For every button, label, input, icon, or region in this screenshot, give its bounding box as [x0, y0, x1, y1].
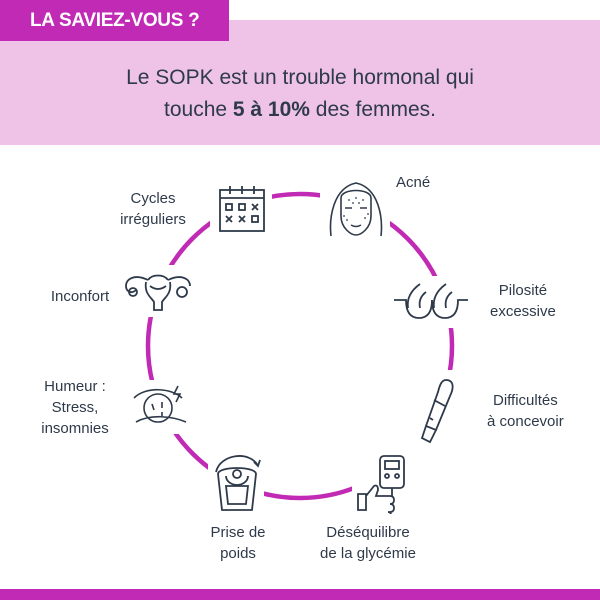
headline-line-2: touche 5 à 10% des femmes. — [164, 98, 436, 121]
symptom-label-acne: Acné — [396, 174, 431, 191]
headline: Le SOPK est un trouble hormonal qui touc… — [0, 62, 600, 126]
symptom-label-inconfort: Inconfort — [50, 288, 110, 305]
symptom-label-poids: Prise de poids — [210, 524, 266, 562]
symptom-label-glycemie: Déséquilibre de la glycémie — [320, 524, 416, 562]
calendar-icon — [219, 186, 265, 232]
symptom-label-humeur: Humeur : Stress, insomnies — [41, 378, 109, 437]
footer-bar — [0, 589, 600, 600]
symptom-label-cycles: Cycles irréguliers — [120, 190, 186, 228]
tab-label: LA SAVIEZ-VOUS ? — [30, 9, 200, 31]
scale-icon — [215, 455, 261, 511]
glucose-meter-icon — [357, 455, 405, 514]
headline-stat: 5 à 10% — [232, 98, 310, 121]
hair-follicle-icon — [394, 283, 468, 319]
face-acne-icon — [329, 182, 383, 237]
stressed-sleeper-icon — [133, 385, 187, 423]
did-you-know-tab: LA SAVIEZ-VOUS ? — [0, 0, 229, 41]
uterus-icon — [125, 274, 191, 311]
symptom-label-pilosite: Pilosité excessive — [490, 282, 556, 320]
headline-line-1: Le SOPK est un trouble hormonal qui — [126, 66, 474, 89]
pregnancy-test-icon — [420, 379, 454, 444]
symptom-label-conception: Difficultés à concevoir — [487, 392, 564, 430]
